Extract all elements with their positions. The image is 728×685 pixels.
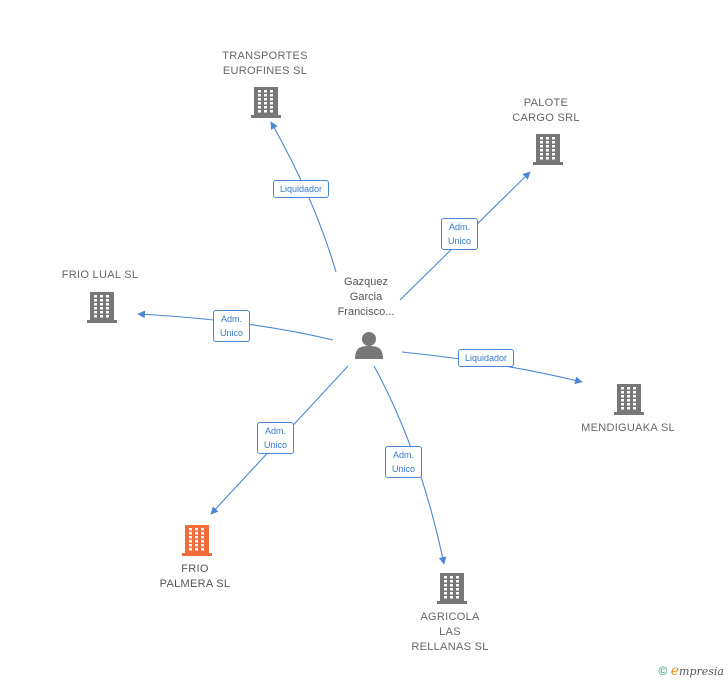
company-label[interactable]: FRIO PALMERA SL [159,563,231,590]
company-label[interactable]: MENDIGUAKA SL [581,422,675,434]
edge-label-transportes[interactable]: Liquidador [273,180,330,198]
building-icon[interactable] [532,132,564,166]
building-icon[interactable] [86,290,118,324]
copyright-symbol: © [658,664,668,678]
edge-label-frio-palmera[interactable]: Adm. Unico [257,422,295,454]
brand-logo: empresia [670,663,724,679]
building-icon-highlighted[interactable] [181,523,213,557]
edge-label-frio-lual[interactable]: Adm. Unico [213,310,251,342]
edge-label-palote[interactable]: Adm. Unico [441,218,479,250]
copyright-notice: © empresia [659,663,724,679]
company-label[interactable]: AGRICOLA LAS RELLANAS SL [411,611,489,653]
edge-label-mendiguaka[interactable]: Liquidador [458,349,515,367]
person-name[interactable]: Gazquez Garcia Francisco... [337,276,395,318]
building-icon[interactable] [250,85,282,119]
edge-label-agricola[interactable]: Adm. Unico [385,446,423,478]
company-label[interactable]: TRANSPORTES EUROFINES SL [222,50,308,77]
building-icon[interactable] [613,382,645,416]
company-label[interactable]: FRIO LUAL SL [61,269,139,281]
person-icon[interactable] [354,330,384,360]
edge-line-transportes [270,121,337,273]
building-icon[interactable] [436,571,468,605]
company-label[interactable]: PALOTE CARGO SRL [512,97,580,124]
